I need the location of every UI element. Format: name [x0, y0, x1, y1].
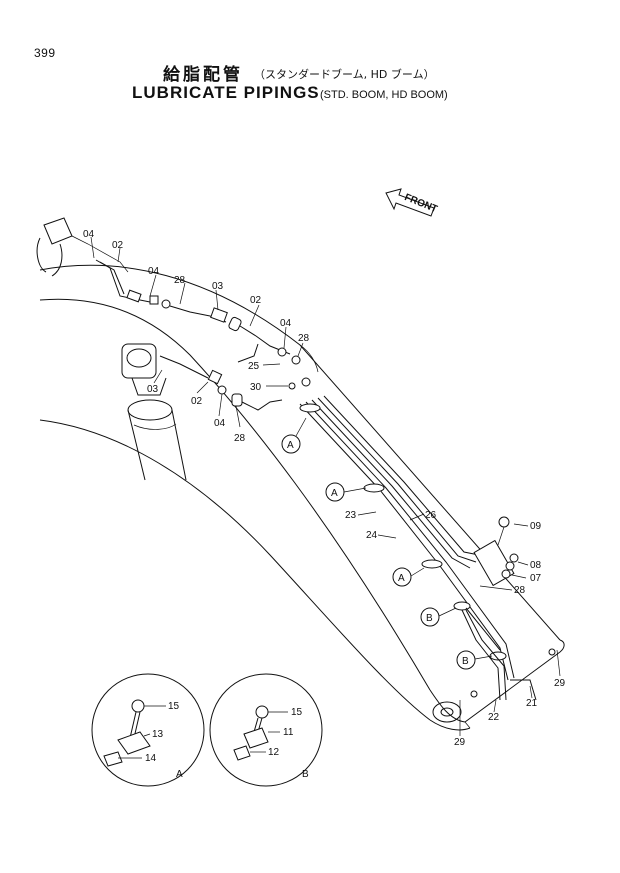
callout-02: 02 — [112, 240, 124, 251]
callout-28: 28 — [514, 585, 526, 596]
front-arrow-icon: FRONT — [385, 188, 439, 217]
callout-09: 09 — [530, 521, 542, 532]
callout-04: 04 — [83, 229, 95, 240]
title-japanese: 給脂配管 — [163, 65, 243, 85]
svg-text:12: 12 — [268, 747, 280, 758]
callout-29: 29 — [454, 737, 466, 748]
section-marker-b1: B — [420, 607, 457, 627]
section-marker-b2: B — [456, 650, 493, 670]
svg-text:A: A — [398, 573, 405, 584]
pipe-bundle — [299, 395, 515, 681]
callout-04: 04 — [214, 418, 226, 429]
callout-28: 28 — [174, 275, 186, 286]
svg-text:B: B — [462, 656, 469, 667]
upper-pipes — [95, 259, 311, 411]
callout-07: 07 — [530, 573, 542, 584]
callout-labels: 04 02 04 28 03 02 04 28 25 30 03 02 04 2… — [83, 229, 566, 748]
callout-23: 23 — [345, 510, 357, 521]
callout-02: 02 — [191, 396, 203, 407]
callout-08: 08 — [530, 560, 542, 571]
callout-30: 30 — [250, 382, 262, 393]
svg-text:13: 13 — [152, 729, 164, 740]
svg-text:B: B — [426, 613, 433, 624]
callout-29: 29 — [554, 678, 566, 689]
page-number: 399 — [34, 46, 56, 60]
callout-21: 21 — [526, 698, 538, 709]
lower-pipes — [461, 609, 556, 701]
section-marker-a2: A — [325, 482, 367, 502]
callout-22: 22 — [488, 712, 500, 723]
svg-text:14: 14 — [145, 753, 157, 764]
callout-26: 26 — [425, 510, 437, 521]
callout-04: 04 — [280, 318, 292, 329]
title-english-subtitle: (STD. BOOM, HD BOOM) — [320, 89, 448, 101]
detail-b-label: B — [302, 769, 309, 780]
svg-text:A: A — [331, 488, 338, 499]
callout-28: 28 — [298, 333, 310, 344]
callout-03: 03 — [147, 384, 159, 395]
section-marker-a1: A — [281, 417, 307, 454]
svg-text:15: 15 — [168, 701, 180, 712]
boom-foot — [36, 217, 129, 277]
callout-04: 04 — [148, 266, 160, 277]
title-english: LUBRICATE PIPINGS — [132, 83, 320, 102]
callout-02: 02 — [250, 295, 262, 306]
svg-text:15: 15 — [291, 707, 303, 718]
callout-25: 25 — [248, 361, 260, 372]
detail-b: 15 11 12 B — [209, 673, 323, 787]
callout-03: 03 — [212, 281, 224, 292]
callout-28: 28 — [234, 433, 246, 444]
svg-text:11: 11 — [283, 727, 294, 738]
detail-a: 15 13 14 A — [91, 673, 205, 787]
leader-lines — [90, 236, 561, 736]
svg-text:A: A — [287, 440, 294, 451]
callout-24: 24 — [366, 530, 378, 541]
section-marker-a3: A — [392, 567, 425, 587]
title-japanese-subtitle: （スタンダードブーム, HD ブーム） — [254, 68, 435, 81]
grease-distribution-block — [473, 516, 519, 587]
boom-cylinder — [121, 343, 187, 481]
detail-a-label: A — [176, 769, 183, 780]
